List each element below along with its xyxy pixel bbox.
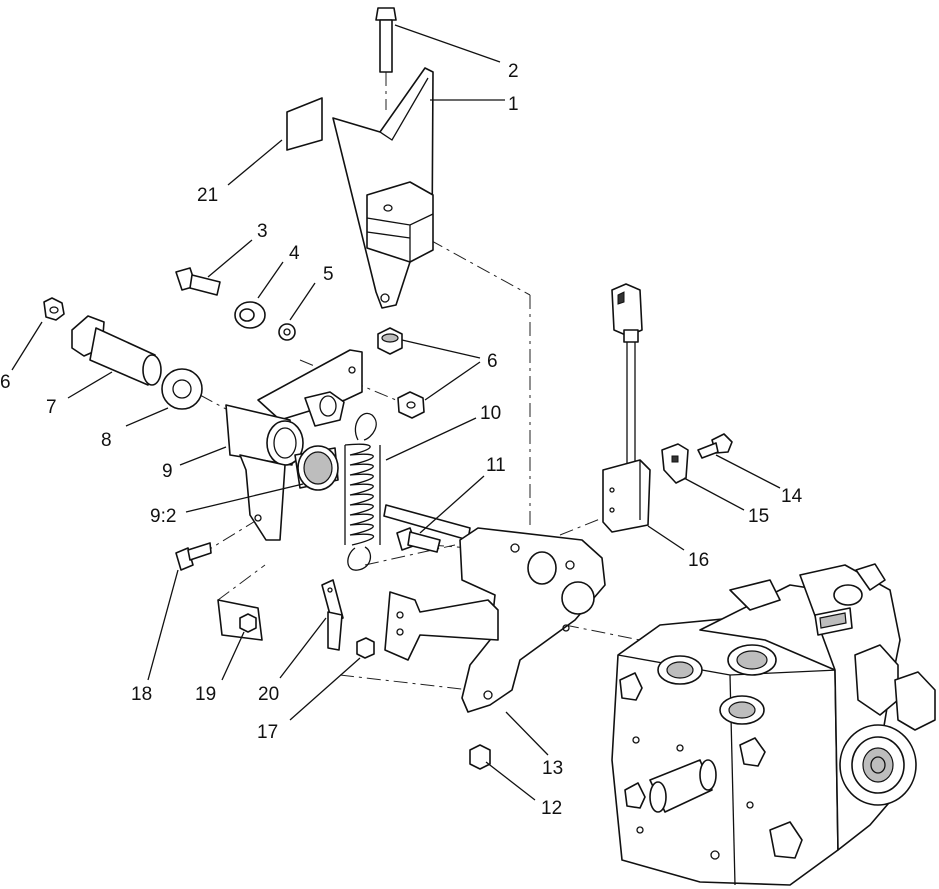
part-7-pivot-shaft bbox=[71, 315, 162, 386]
part-1-control-arm bbox=[332, 67, 434, 309]
callout-label: 12 bbox=[541, 798, 562, 819]
part-15-screw bbox=[697, 433, 733, 459]
callout-label: 5 bbox=[323, 264, 334, 285]
part-20-nut bbox=[217, 599, 263, 641]
callout-label: 19 bbox=[195, 684, 216, 705]
part-14-pump-plate bbox=[384, 527, 606, 713]
part-2-bolt bbox=[375, 7, 397, 73]
part-11-pin bbox=[321, 579, 344, 651]
callout-label: 3 bbox=[257, 221, 268, 242]
part-10-spring bbox=[344, 412, 381, 571]
callout-label: 11 bbox=[486, 455, 506, 476]
part-13-bolt bbox=[383, 504, 471, 553]
callout-label: 4 bbox=[289, 243, 300, 264]
callout-label: 10 bbox=[480, 403, 501, 424]
part-17-neutral-switch bbox=[602, 283, 651, 533]
part-9-pivot-bracket bbox=[225, 349, 363, 541]
callout-label: 21 bbox=[197, 185, 218, 206]
part-6-nut-left bbox=[43, 297, 65, 321]
leader-lines bbox=[11, 24, 781, 801]
callout-label: 13 bbox=[542, 758, 563, 779]
callout-label: 17 bbox=[257, 722, 278, 743]
part-6-nut-arm bbox=[377, 327, 403, 355]
part-19-bolt bbox=[175, 542, 212, 571]
callout-label: 14 bbox=[781, 486, 803, 507]
callout-label: 2 bbox=[508, 61, 519, 82]
part-6-nut-bracket bbox=[397, 391, 425, 419]
callout-label: 9:2 bbox=[150, 506, 176, 527]
callout-label: 6 bbox=[0, 372, 11, 393]
callout-label: 6 bbox=[487, 351, 498, 372]
part-4-spacer bbox=[234, 301, 266, 329]
callout-label: 8 bbox=[101, 430, 112, 451]
callout-label: 15 bbox=[748, 506, 769, 527]
callout-label: 7 bbox=[46, 397, 57, 418]
callout-label: 9 bbox=[162, 461, 173, 482]
part-3-bolt bbox=[175, 267, 221, 296]
part-16-bracket bbox=[661, 443, 689, 484]
hydraulic-pump bbox=[611, 563, 936, 886]
part-12-nut bbox=[469, 744, 491, 770]
callout-label: 1 bbox=[508, 94, 519, 115]
part-21-decal bbox=[286, 97, 323, 151]
part-18-nut bbox=[356, 637, 375, 659]
callout-labels: 1 2 3 4 5 6 6 7 8 9 9:2 10 11 12 13 14 1… bbox=[0, 61, 803, 819]
part-9-2-bushing bbox=[294, 445, 339, 491]
part-8-washer bbox=[161, 368, 203, 410]
callout-label: 20 bbox=[258, 684, 279, 705]
part-5-washer bbox=[278, 323, 296, 341]
callout-label: 16 bbox=[688, 550, 709, 571]
callout-label: 18 bbox=[131, 684, 152, 705]
